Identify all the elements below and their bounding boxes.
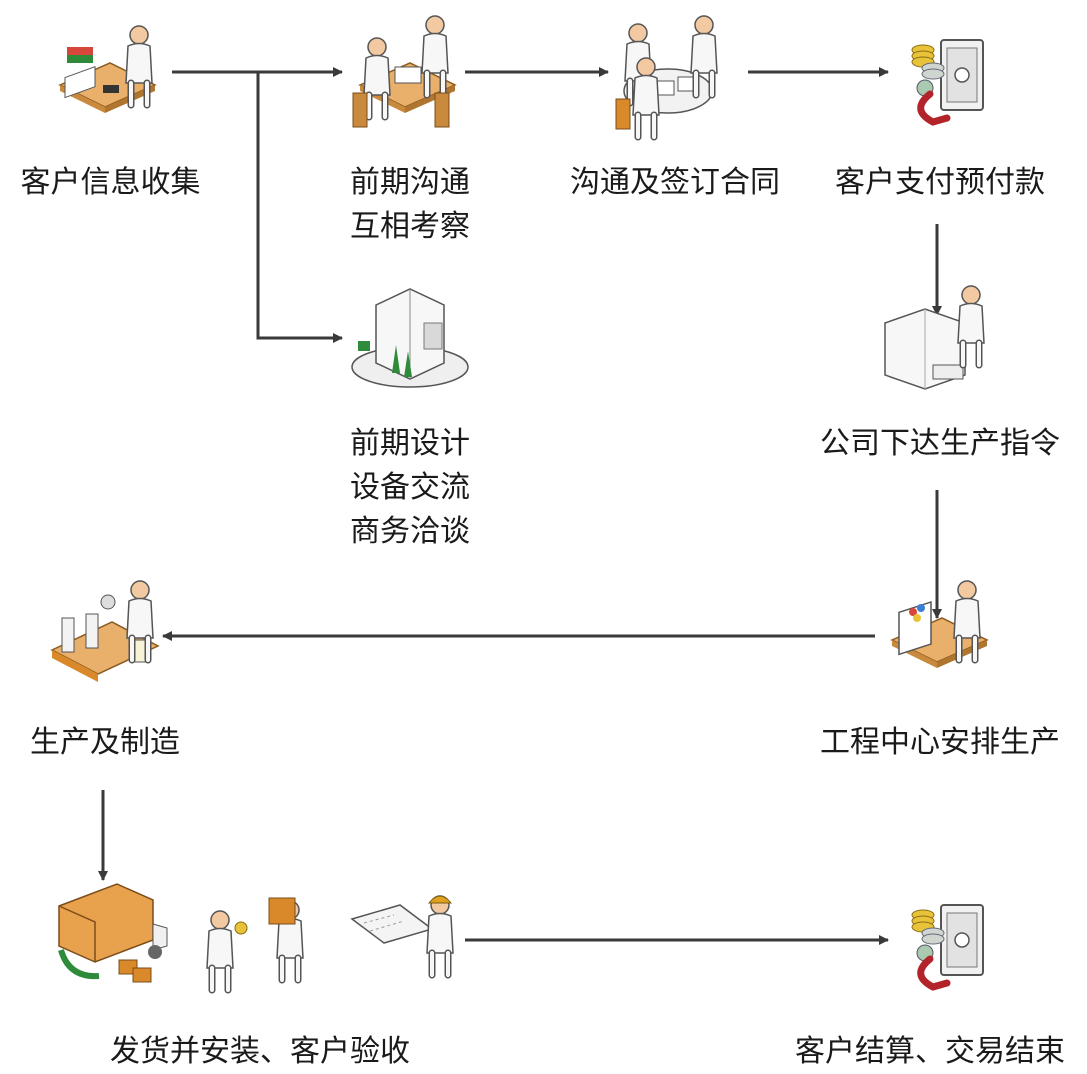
label-production-order: 公司下达生产指令 [820, 426, 1060, 461]
contract-signing-icon [615, 16, 717, 137]
label-manufacturing: 生产及制造 [30, 725, 180, 760]
safe-money-icon-final [912, 905, 983, 987]
building-icon [351, 288, 469, 388]
label-settlement: 客户结算、交易结束 [795, 1034, 1065, 1069]
connectors [98, 67, 942, 945]
label-early-design: 前期设计设备交流商务洽谈 [350, 426, 470, 549]
meeting-two-people-icon [352, 16, 456, 128]
safe-money-icon [912, 40, 983, 122]
assembly-line-icon [50, 581, 160, 682]
delivery-truck-icon [58, 883, 168, 983]
designer-desk-icon [891, 581, 988, 669]
branch-line [256, 72, 343, 343]
label-prepayment: 客户支付预付款 [835, 165, 1045, 200]
printer-operator-icon [884, 286, 984, 390]
label-contract-signing: 沟通及签订合同 [570, 165, 780, 200]
label-early-communication: 前期沟通互相考察 [350, 165, 470, 244]
label-info-collection: 客户信息收集 [20, 165, 201, 200]
handover-people-icon [207, 897, 303, 990]
data-collection-icon [59, 26, 156, 114]
label-schedule-production: 工程中心安排生产 [820, 725, 1060, 760]
label-delivery-acceptance: 发货并安装、客户验收 [110, 1034, 410, 1069]
engineer-blueprint-icon [350, 896, 453, 975]
